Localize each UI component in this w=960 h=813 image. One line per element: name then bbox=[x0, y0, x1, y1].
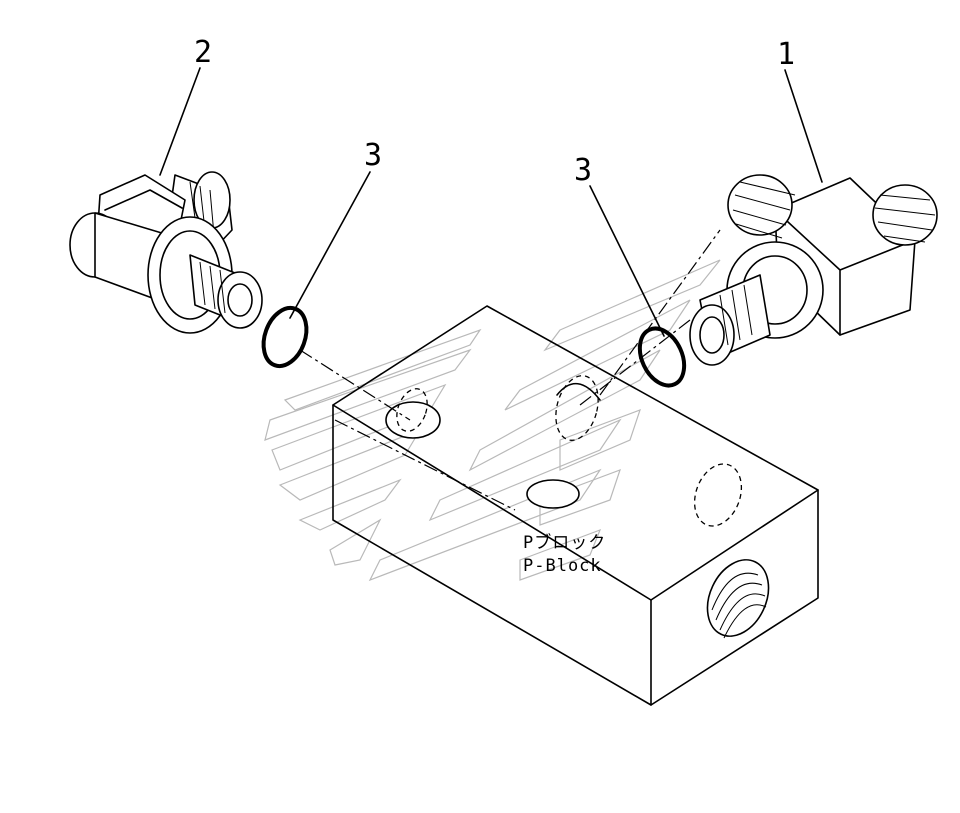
o-ring-right bbox=[637, 326, 687, 388]
p-block-front-face bbox=[332, 404, 652, 706]
callout-3-right: 3 bbox=[574, 153, 592, 188]
o-ring-left bbox=[261, 305, 309, 369]
p-block-port-left-bore bbox=[396, 388, 428, 432]
elbow-thread-end bbox=[689, 304, 735, 366]
p-block-port-top bbox=[526, 479, 580, 509]
elbow-fitting bbox=[689, 174, 938, 366]
assembly-centre-lines bbox=[299, 229, 721, 511]
p-block-end-face bbox=[650, 489, 819, 706]
sensor-thread-end bbox=[217, 271, 263, 329]
p-block-end-port bbox=[706, 559, 770, 637]
callout-1: 1 bbox=[777, 37, 795, 72]
p-block-label-en: P-Block bbox=[523, 556, 602, 576]
callout-2: 2 bbox=[194, 35, 212, 70]
watermark-logo bbox=[264, 259, 721, 582]
p-block: Pブロック P-Block bbox=[332, 305, 819, 706]
p-block-port-right-bore bbox=[555, 375, 599, 441]
pressure-sensor bbox=[69, 171, 263, 334]
elbow-side-thread bbox=[872, 184, 938, 246]
p-block-port-top-bore bbox=[693, 463, 743, 527]
p-block-label-jp: Pブロック bbox=[523, 532, 606, 553]
p-block-port-left bbox=[385, 401, 441, 439]
callout-3-left: 3 bbox=[364, 138, 382, 173]
elbow-top-thread bbox=[727, 174, 793, 236]
leader-lines bbox=[159, 67, 823, 337]
